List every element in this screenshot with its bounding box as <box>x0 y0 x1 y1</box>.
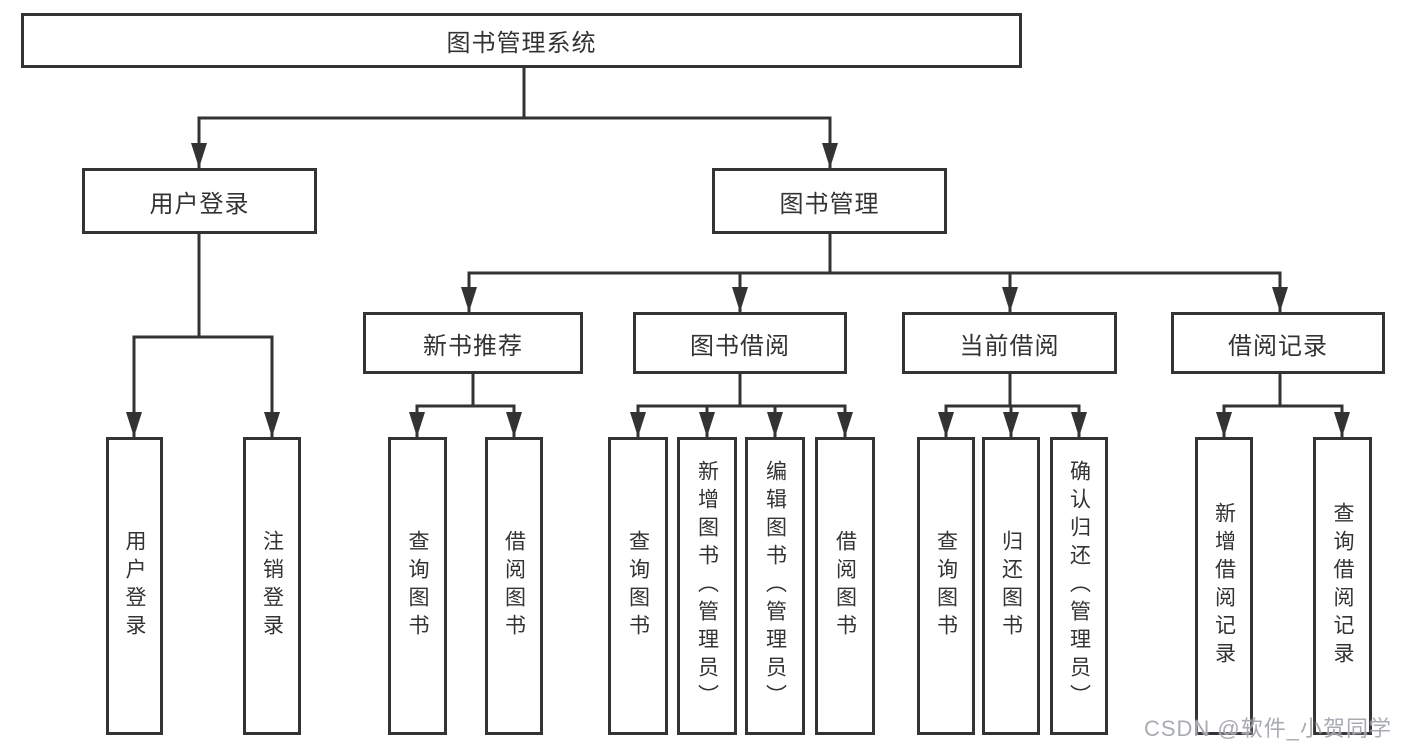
leaf-return-books: 归还图书 <box>982 437 1040 735</box>
node-borrowing-records: 借阅记录 <box>1171 312 1385 374</box>
leaf-query-books-current: 查询图书 <box>917 437 975 735</box>
node-user-login: 用户登录 <box>82 168 317 234</box>
leaf-query-borrow-record: 查询借阅记录 <box>1313 437 1372 735</box>
node-library-management-system: 图书管理系统 <box>21 13 1022 68</box>
node-current-borrowing: 当前借阅 <box>902 312 1117 374</box>
leaf-edit-books-admin: 编辑图书（管理员） <box>745 437 805 735</box>
leaf-user-login: 用户登录 <box>106 437 163 735</box>
node-new-book-recommendation: 新书推荐 <box>363 312 583 374</box>
leaf-borrow-books-recommend: 借阅图书 <box>485 437 543 735</box>
leaf-query-books-recommend: 查询图书 <box>388 437 447 735</box>
leaf-add-borrow-record: 新增借阅记录 <box>1195 437 1253 735</box>
leaf-add-books-admin: 新增图书（管理员） <box>677 437 737 735</box>
tree-edges <box>132 68 1344 437</box>
node-book-borrowing: 图书借阅 <box>633 312 847 374</box>
leaf-confirm-return-admin: 确认归还（管理员） <box>1050 437 1108 735</box>
csdn-watermark: CSDN @软件_小贺同学 <box>1143 716 1392 741</box>
node-book-management: 图书管理 <box>712 168 947 234</box>
leaf-query-books-borrow: 查询图书 <box>608 437 668 735</box>
arrowhead-icons <box>126 143 1350 437</box>
leaf-logout: 注销登录 <box>243 437 301 735</box>
leaf-borrow-books: 借阅图书 <box>815 437 875 735</box>
